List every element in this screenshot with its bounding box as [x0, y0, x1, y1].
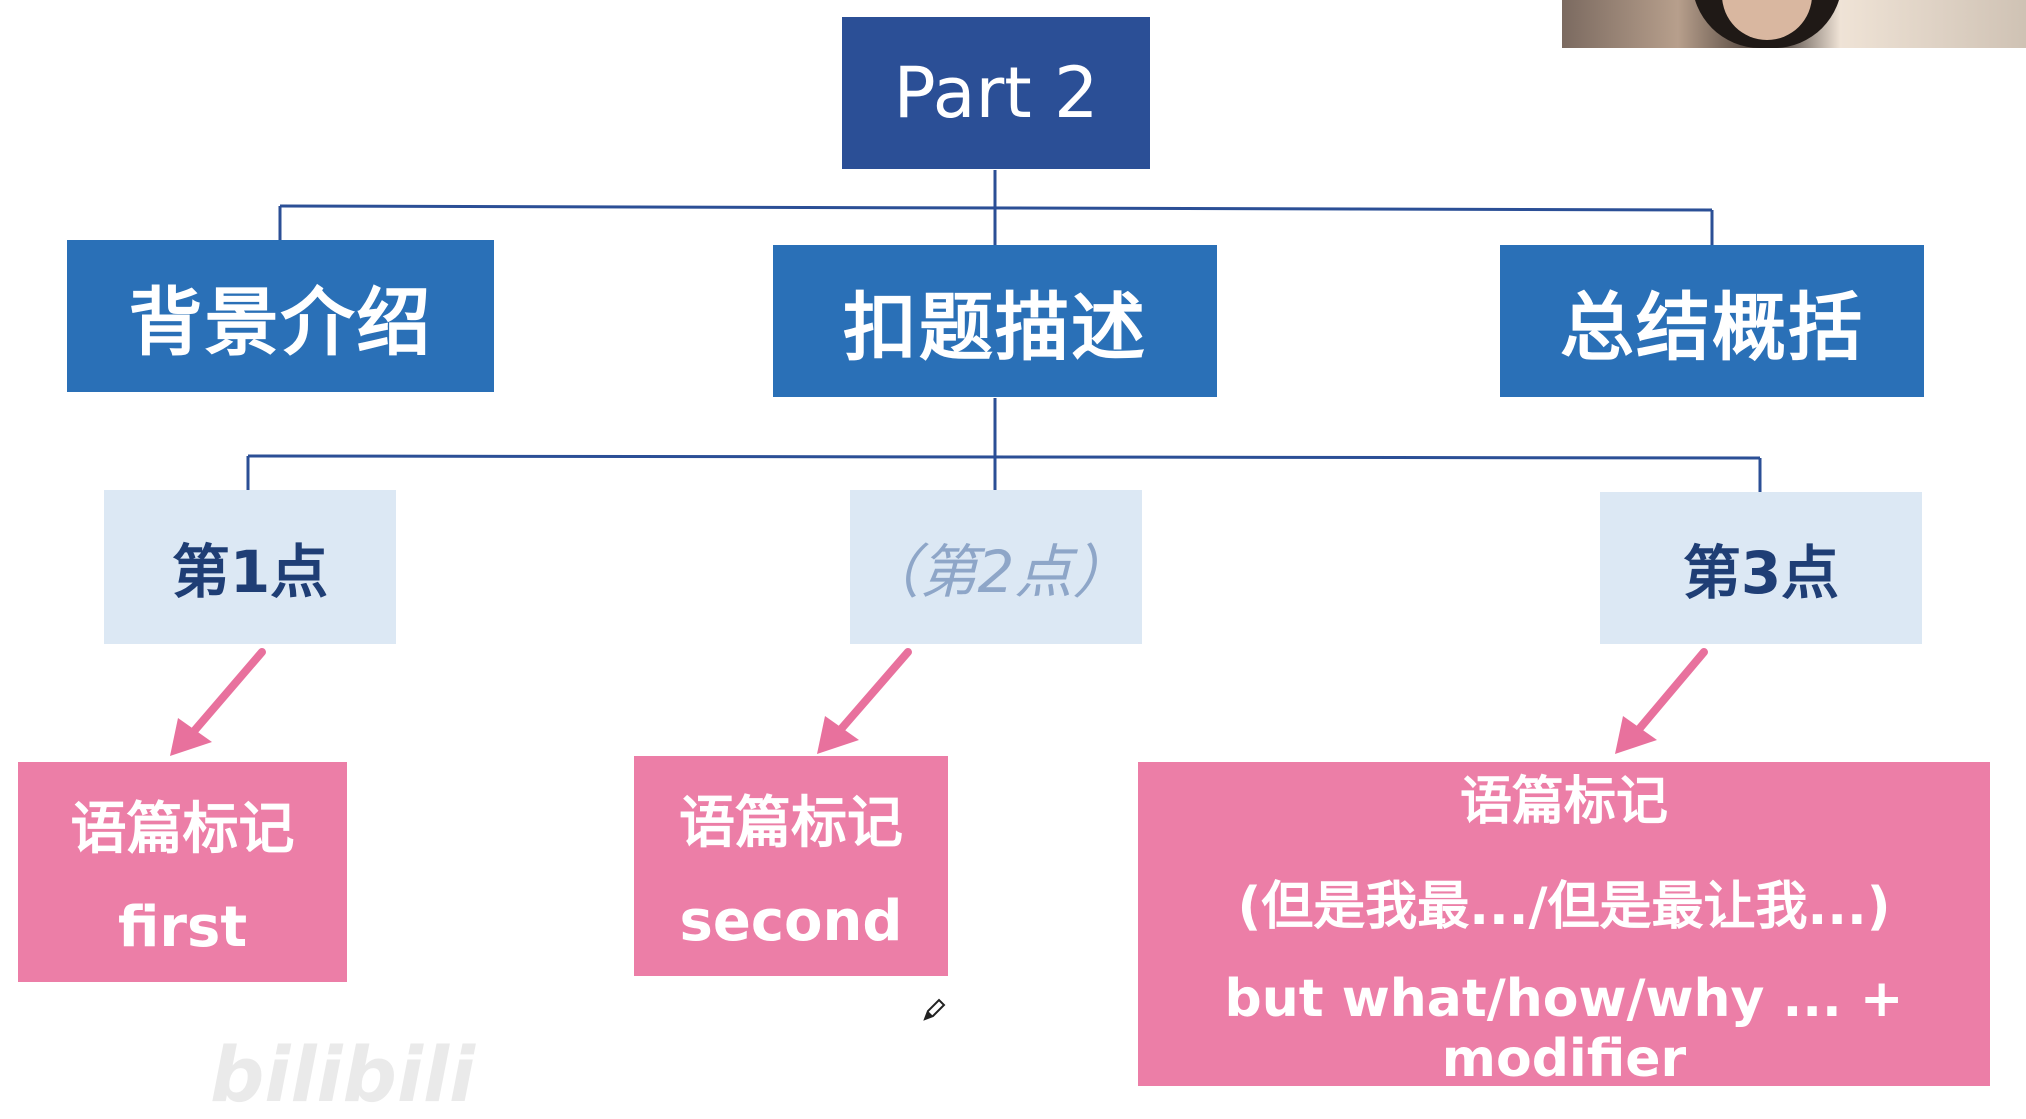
marker-node-3: 语篇标记 (但是我最.../但是最让我...) but what/how/why…: [1138, 762, 1990, 1089]
root-node: Part 2: [842, 17, 1150, 169]
connector-level2-bar: [247, 454, 1761, 460]
point-node-2: （第2点）: [850, 490, 1142, 644]
section-label: 背景介绍: [128, 279, 433, 366]
section-label: 总结概括: [1560, 284, 1864, 371]
point-node-1: 第1点: [104, 490, 396, 644]
marker-node-2: 语篇标记 second: [634, 756, 948, 976]
section-node-summary: 总结概括: [1500, 245, 1924, 397]
point-node-3: 第3点: [1600, 492, 1922, 644]
section-node-background: 背景介绍: [67, 240, 494, 392]
point-label: 第3点: [1682, 539, 1840, 607]
marker-title: 语篇标记: [679, 791, 903, 856]
root-label: Part 2: [893, 52, 1099, 134]
watermark: bilibili: [210, 1030, 476, 1119]
arrow-point-2-to-marker-2: [817, 648, 912, 754]
pencil-icon: [920, 996, 948, 1028]
arrow-point-1-to-marker-1: [170, 648, 266, 756]
marker-examples-cn: (但是我最.../但是最让我...): [1237, 877, 1891, 937]
section-label: 扣题描述: [843, 284, 1147, 371]
webcam-overlay: [1562, 0, 2026, 48]
point-label: （第2点）: [861, 538, 1131, 606]
marker-node-1: 语篇标记 first: [18, 762, 347, 982]
arrow-point-3-to-marker-3: [1615, 648, 1708, 754]
section-node-description: 扣题描述: [773, 245, 1217, 397]
marker-title: 语篇标记: [70, 797, 295, 862]
point-label: 第1点: [171, 538, 329, 606]
marker-word: second: [679, 889, 903, 954]
marker-examples-en: but what/how/why ... + modifier: [1224, 969, 1904, 1089]
marker-title: 语篇标记: [1459, 772, 1668, 832]
marker-word: first: [117, 895, 248, 960]
